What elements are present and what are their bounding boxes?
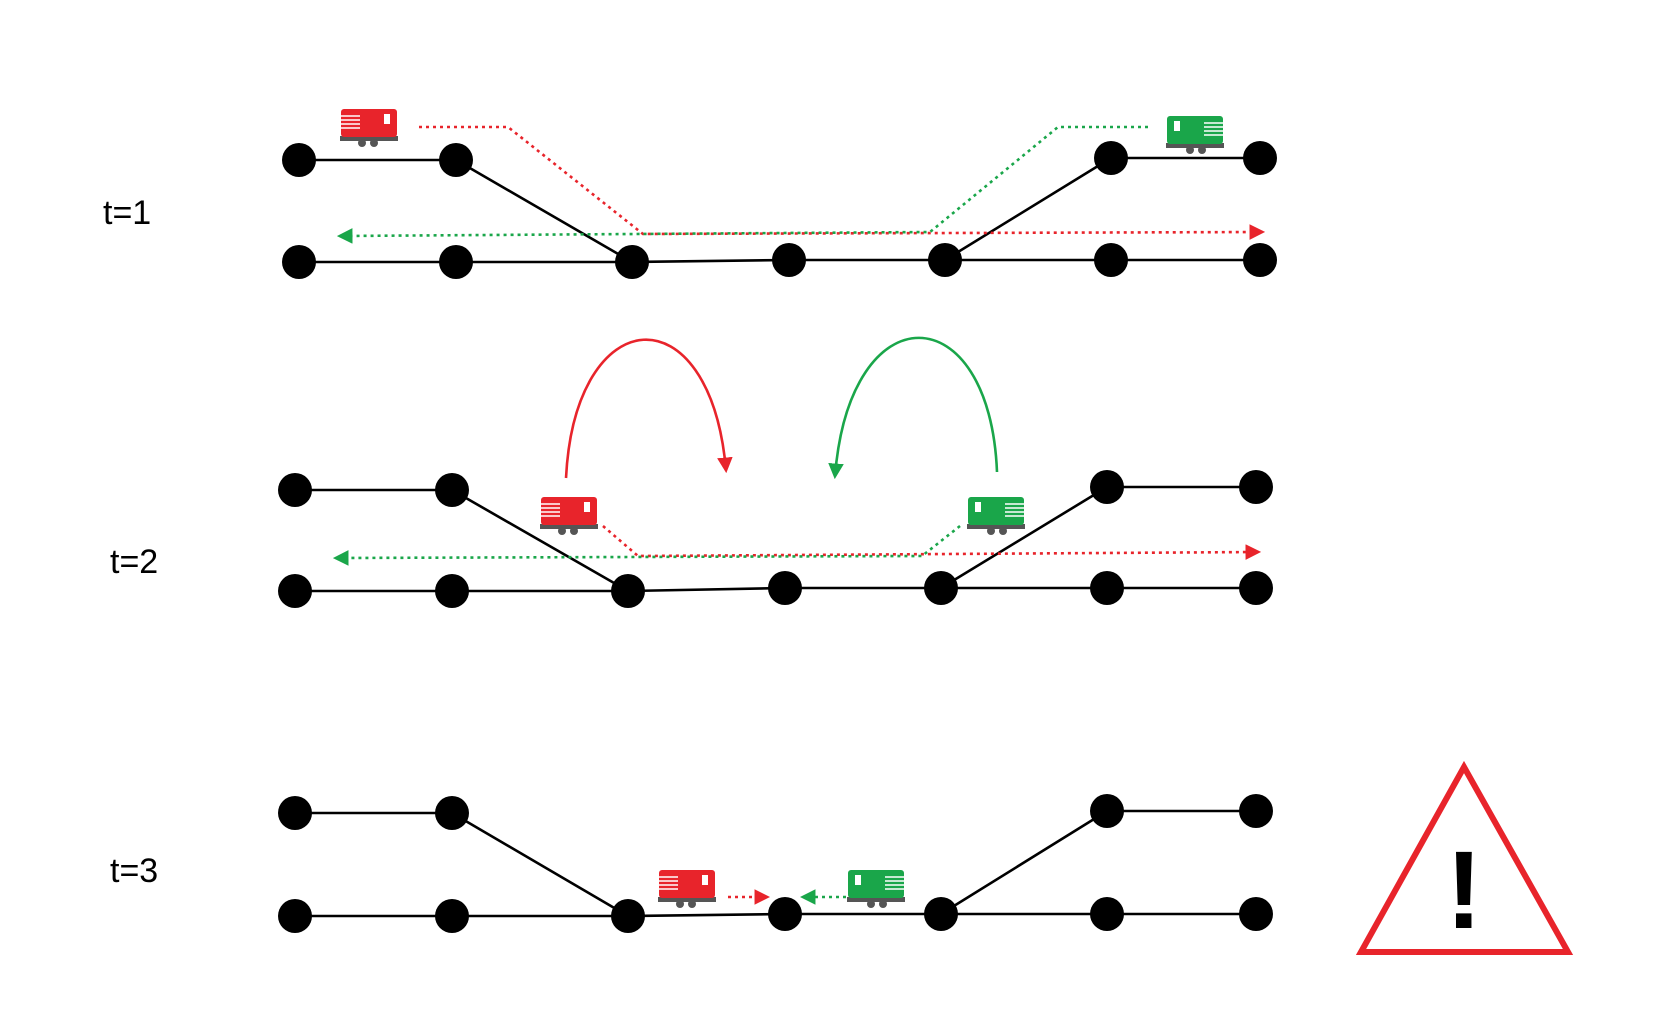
panel-t3: t=3 xyxy=(110,794,1273,933)
panel-t1: t=1 xyxy=(103,108,1277,279)
time-label-t3: t=3 xyxy=(110,852,158,890)
red-locomotive-icon xyxy=(539,496,599,536)
green-train-route-t1 xyxy=(336,125,1148,244)
green-locomotive-icon xyxy=(846,869,906,909)
red-train-route-t2 xyxy=(602,525,1262,560)
panel-t2: t=2 xyxy=(110,336,1273,608)
warning-triangle-icon: ! xyxy=(1355,760,1574,955)
red-move-arc-t2 xyxy=(564,338,733,479)
red-locomotive-icon xyxy=(339,108,399,148)
track-nodes-t1 xyxy=(282,141,1277,279)
track-nodes-t2 xyxy=(278,470,1273,608)
green-locomotive-icon xyxy=(966,496,1026,536)
track-nodes-t3 xyxy=(278,794,1273,933)
track-network-t3 xyxy=(293,809,1258,918)
time-label-t2: t=2 xyxy=(110,543,158,581)
green-train-route-t2 xyxy=(332,524,961,566)
red-locomotive-icon xyxy=(657,869,717,909)
green-move-arc-t2 xyxy=(828,336,999,480)
track-network-t1 xyxy=(297,156,1262,264)
time-label-t1: t=1 xyxy=(103,194,151,232)
warning-exclamation: ! xyxy=(1446,829,1483,952)
track-network-t2 xyxy=(293,485,1258,593)
green-locomotive-icon xyxy=(1165,115,1225,155)
red-train-route-t1 xyxy=(419,125,1266,240)
